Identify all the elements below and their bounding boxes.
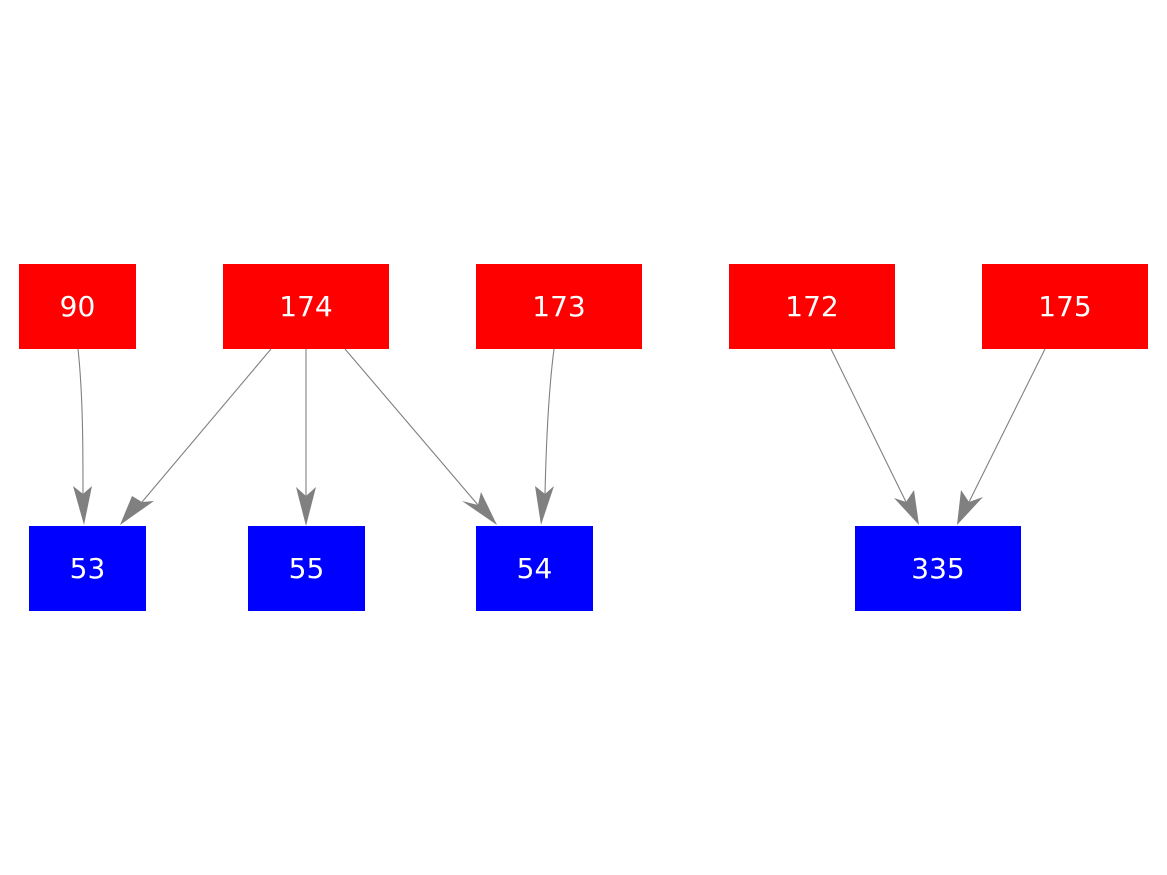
node-90[interactable]: 90	[19, 264, 136, 349]
node-175[interactable]: 175	[982, 264, 1148, 349]
node-label: 173	[532, 290, 585, 323]
edge-172-to-335	[830, 348, 919, 525]
node-label: 175	[1038, 290, 1091, 323]
node-label: 53	[70, 552, 106, 585]
edge-90-to-53	[73, 348, 92, 525]
edge-174-to-55	[296, 349, 316, 526]
node-173[interactable]: 173	[476, 264, 642, 349]
node-label: 335	[911, 552, 964, 585]
node-label: 172	[785, 290, 838, 323]
node-335[interactable]: 335	[855, 526, 1021, 611]
edge-173-to-54	[535, 348, 555, 525]
node-54[interactable]: 54	[476, 526, 593, 611]
edge-175-to-335	[957, 348, 1046, 525]
node-174[interactable]: 174	[223, 264, 389, 349]
edge-174-to-53	[120, 348, 272, 525]
node-label: 55	[289, 552, 325, 585]
node-53[interactable]: 53	[29, 526, 146, 611]
node-label: 174	[279, 290, 332, 323]
node-label: 90	[60, 290, 96, 323]
edges	[73, 348, 1046, 526]
node-172[interactable]: 172	[729, 264, 895, 349]
node-55[interactable]: 55	[248, 526, 365, 611]
node-label: 54	[517, 552, 553, 585]
edge-174-to-54	[344, 348, 497, 525]
